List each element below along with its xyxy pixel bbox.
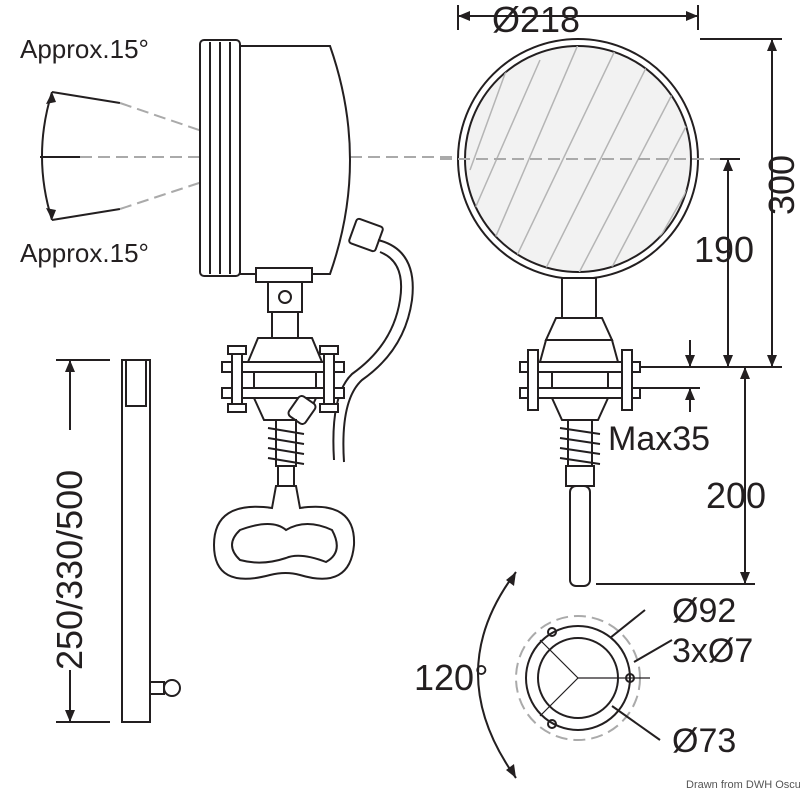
- pivot-neck: [271, 311, 299, 339]
- mount-hole: [547, 719, 557, 729]
- arrow-head: [46, 92, 56, 104]
- front-gasket-core: [551, 371, 609, 389]
- arrow-head: [685, 388, 695, 400]
- front-dimensions: [457, 5, 782, 585]
- side-view-searchlight: [40, 39, 460, 580]
- hole-axis: [539, 677, 579, 717]
- arrow-head: [740, 367, 750, 379]
- front-bolt-right: [621, 349, 633, 411]
- front-handle: [569, 485, 591, 587]
- nut: [319, 403, 339, 413]
- label-beam-lower: Approx.15°: [20, 238, 149, 268]
- beam-line-top: [51, 91, 121, 104]
- spring: [267, 427, 305, 465]
- arrow-head: [740, 572, 750, 584]
- label-flange-inner: Ø73: [672, 722, 736, 760]
- front-view-searchlight: [440, 38, 720, 587]
- flange-view: [477, 571, 673, 779]
- front-gasket-bottom: [550, 397, 610, 421]
- column-knob: [163, 679, 181, 697]
- label-holes: 3xØ7: [672, 632, 753, 670]
- label-deck-thickness: Max35: [608, 420, 710, 458]
- arrow-head: [506, 572, 516, 586]
- label-beam-upper: Approx.15°: [20, 34, 149, 64]
- handle-grip-hole: [231, 523, 338, 564]
- arrow-head: [723, 355, 733, 367]
- mount-hole: [547, 627, 557, 637]
- front-neck: [561, 277, 597, 319]
- bolt-left: [231, 349, 243, 411]
- column-view: [56, 359, 181, 723]
- lamp-housing: [239, 45, 351, 275]
- column-top: [125, 359, 147, 407]
- gasket-top: [246, 337, 324, 363]
- arrow-head: [506, 764, 516, 778]
- arrow-head: [65, 360, 75, 372]
- label-column-lengths: 250/330/500: [49, 470, 90, 670]
- power-cable: [342, 239, 414, 463]
- leader-73: [611, 705, 661, 741]
- arrow-head: [767, 39, 777, 51]
- arrow-head: [65, 710, 75, 722]
- mount-plate: [255, 267, 313, 283]
- label-hole-angle: 120°: [414, 657, 488, 698]
- nut: [227, 403, 247, 413]
- label-flange-outer: Ø92: [672, 592, 736, 630]
- front-bolt-left: [527, 349, 539, 411]
- arrow-head: [458, 11, 470, 21]
- credit-text: Drawn from DWH Osculati Srl: [686, 779, 800, 791]
- nut: [227, 345, 247, 355]
- front-gasket-mid: [538, 339, 620, 363]
- beam-line-bottom: [51, 208, 121, 221]
- leader-92: [609, 609, 646, 639]
- label-height-pivot: 190: [694, 229, 754, 270]
- column-tube: [121, 359, 151, 723]
- front-gasket-top: [544, 317, 614, 341]
- pivot-bracket: [267, 281, 303, 313]
- arrow-head: [686, 11, 698, 21]
- gasket-middle: [253, 371, 317, 389]
- arrow-head: [723, 159, 733, 171]
- angle-arc: [477, 571, 517, 779]
- leader-holes: [633, 639, 673, 663]
- arrow-head: [685, 355, 695, 367]
- handle: [212, 485, 356, 580]
- column-screw: [149, 681, 165, 695]
- front-spring: [559, 427, 601, 465]
- nut: [319, 345, 339, 355]
- mount-hole: [625, 673, 635, 683]
- bolt-right: [323, 349, 335, 411]
- arrow-head: [46, 208, 56, 220]
- pivot-bolt: [278, 290, 292, 304]
- hole-axis: [539, 639, 579, 679]
- shaft-lower: [277, 465, 295, 487]
- label-diameter-lens: Ø218: [492, 0, 580, 40]
- front-collar: [565, 465, 595, 487]
- label-height-total: 300: [761, 155, 800, 215]
- cable-gland: [348, 217, 384, 253]
- label-shaft-length: 200: [706, 475, 766, 516]
- arrow-head: [767, 355, 777, 367]
